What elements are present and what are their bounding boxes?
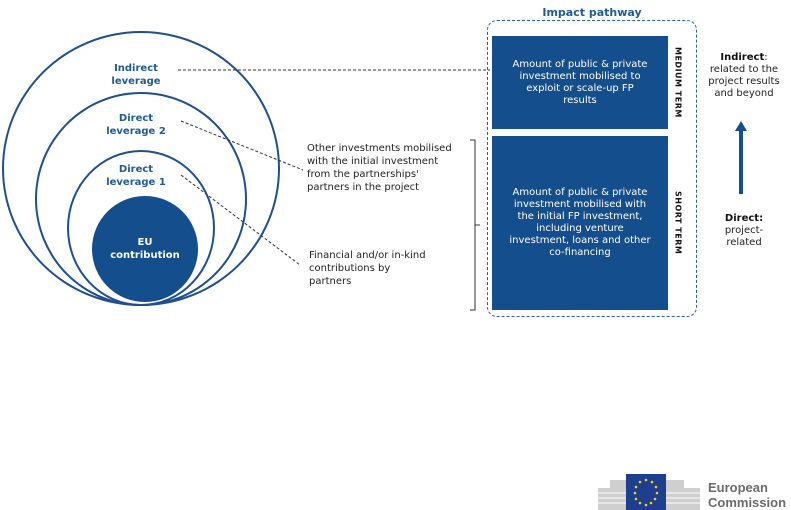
ec-text-line1: European [708,480,768,495]
indirect-description: Indirect: related to the project results… [697,52,791,100]
ec-text-line2: Commission [708,495,787,510]
impact-pathway-title: Impact pathway [542,6,642,19]
eu-contribution-label: EU contribution [110,237,180,261]
indirect-rest: related to the project results and beyon… [708,64,780,99]
eu-contribution-circle: EU contribution [92,196,198,302]
direct1-connector-line [180,174,301,266]
financial-contributions-note: Financial and/or in-kind contributions b… [309,250,426,287]
direct-leverage-2-label: Direct leverage 2 [106,113,166,137]
short-term-text: Amount of public & private investment mo… [509,187,651,258]
short-term-label: SHORT TERM [673,191,683,255]
direct-description: Direct: project- related [697,213,791,249]
medium-term-label: MEDIUM TERM [673,47,683,118]
medium-term-box: Amount of public & private investment mo… [492,36,668,129]
european-commission-logo: European Commission [596,460,791,510]
short-term-box: Amount of public & private investment mo… [492,136,668,310]
indirect-leverage-label: Indirect leverage [111,63,161,87]
direct-leverage-1-label: Direct leverage 1 [106,164,166,188]
other-investments-note: Other investments mobilised with the ini… [307,143,452,193]
impact-pathway-frame [487,20,697,317]
direct-bold: Direct: [724,213,764,224]
up-arrow-head [735,121,747,131]
indirect-bold: Indirect [720,52,765,63]
indirect-colon: : [764,52,768,63]
direct2-connector-line [180,120,304,171]
medium-term-text: Amount of public & private investment mo… [512,58,648,106]
direct-rest: project- related [724,225,764,248]
commission-building-icon [598,474,700,510]
